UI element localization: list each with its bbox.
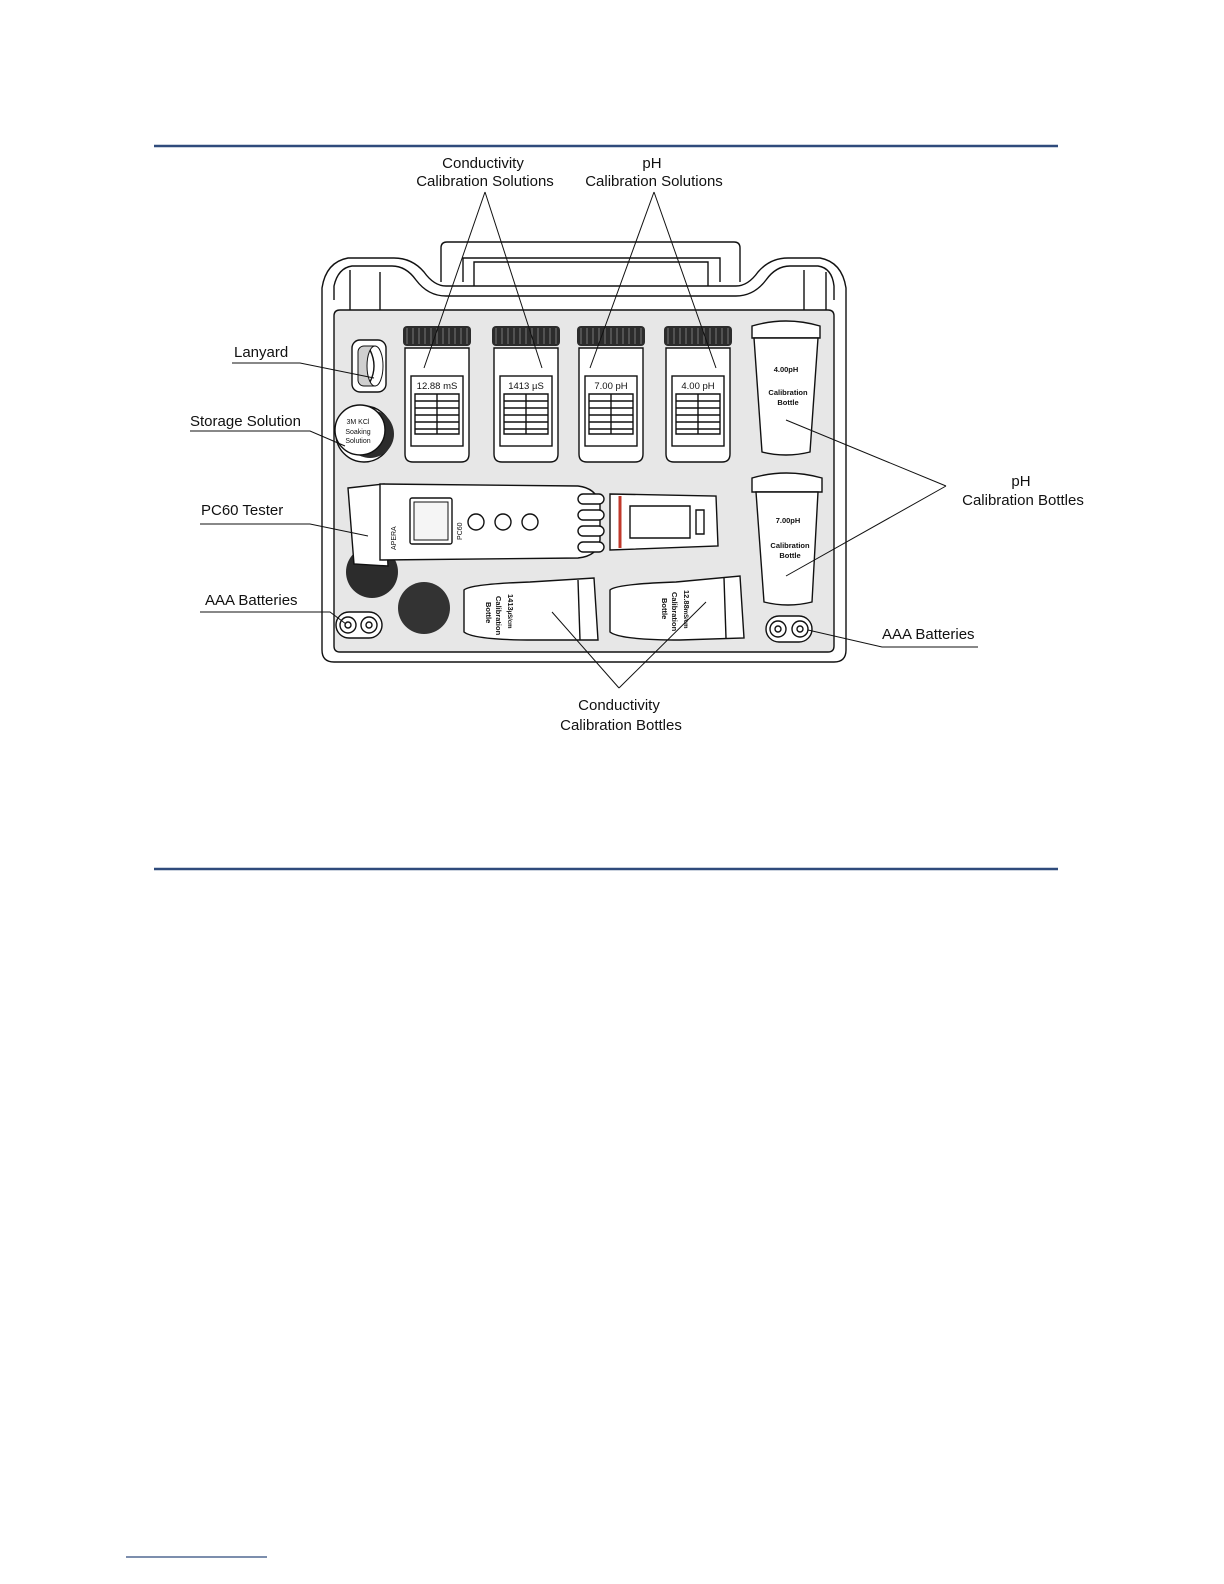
ph-cup-7-text-1: Calibration [770,541,810,550]
label-ph-solutions-1: pH [642,155,661,172]
ph-cup-7-text-2: Bottle [779,551,800,560]
label-aaa-batteries-right: AAA Batteries [882,626,975,643]
tube-1413-text-2: Bottle [484,602,493,623]
svg-text:12.88mS/cm: 12.88mS/cm [682,590,691,628]
ph-cup-7-unit: pH [790,516,800,525]
tube-1288-value: 12.88 [682,590,691,609]
svg-text:4.00pH: 4.00pH [774,365,799,374]
label-aaa-batteries-left: AAA Batteries [205,592,298,609]
label-conductivity-bottles-2: Calibration Bottles [560,717,682,734]
storage-bottle-line-2: Soaking [345,429,370,436]
label-lanyard: Lanyard [234,344,288,361]
svg-text:7.00pH: 7.00pH [776,516,801,525]
lanyard [351,339,387,393]
label-conductivity-solutions-1: Conductivity [442,155,524,172]
label-ph-bottles-1: pH [1011,473,1030,490]
tube-1413-value: 1413 [506,594,515,611]
ph-cup-4-text-1: Calibration [768,388,808,397]
tube-1288-unit: mS/cm [682,609,688,629]
jar-3-label: 7.00 pH [594,381,627,392]
label-pc60-tester: PC60 Tester [201,502,283,519]
aaa-batteries-right [765,615,813,643]
jar-1-label: 12.88 mS [417,381,458,392]
tube-1413-unit: µS/cm [506,611,512,629]
pc60-tester: APERA PC60 [346,483,719,598]
label-ph-bottles-2: Calibration Bottles [962,492,1084,509]
aaa-batteries-left [335,611,383,639]
jar-4-label: 4.00 pH [681,381,714,392]
jar-2-label: 1413 µS [508,381,544,392]
tube-1413-text-1: Calibration [494,596,503,636]
storage-solution-bottle: 3M KCl Soaking Solution [334,404,394,463]
storage-bottle-line-1: 3M KCl [347,419,370,426]
jar-2: 1413 µS [492,326,560,463]
tester-model: PC60 [457,522,464,540]
ph-cup-4: 4.00pH Calibration Bottle [751,320,821,456]
storage-bottle-line-3: Solution [345,438,370,445]
jar-3: 7.00 pH [577,326,645,463]
ph-cup-4-value: 4.00 [774,365,789,374]
jar-4: 4.00 pH [664,326,732,463]
jar-1: 12.88 mS [403,326,471,463]
ph-cup-4-text-2: Bottle [777,398,798,407]
label-ph-solutions-2: Calibration Solutions [585,173,723,190]
label-storage-solution: Storage Solution [190,413,301,430]
leader-lines [190,191,978,689]
svg-text:1413µS/cm: 1413µS/cm [506,594,515,629]
ph-cup-7: 7.00pH Calibration Bottle [751,472,823,606]
label-conductivity-bottles-1: Conductivity [578,697,660,714]
tube-1288-text-2: Bottle [660,598,669,619]
conductivity-tube-1288: 12.88mS/cm Calibration Bottle [609,575,745,641]
label-conductivity-solutions-2: Calibration Solutions [416,173,554,190]
tester-brand: APERA [391,526,398,550]
conductivity-tube-1413: 1413µS/cm Calibration Bottle [463,577,599,641]
ph-cup-4-unit: pH [788,365,798,374]
electrode-cap [398,582,450,634]
ph-cup-7-value: 7.00 [776,516,791,525]
tube-1288-text-1: Calibration [670,592,679,632]
